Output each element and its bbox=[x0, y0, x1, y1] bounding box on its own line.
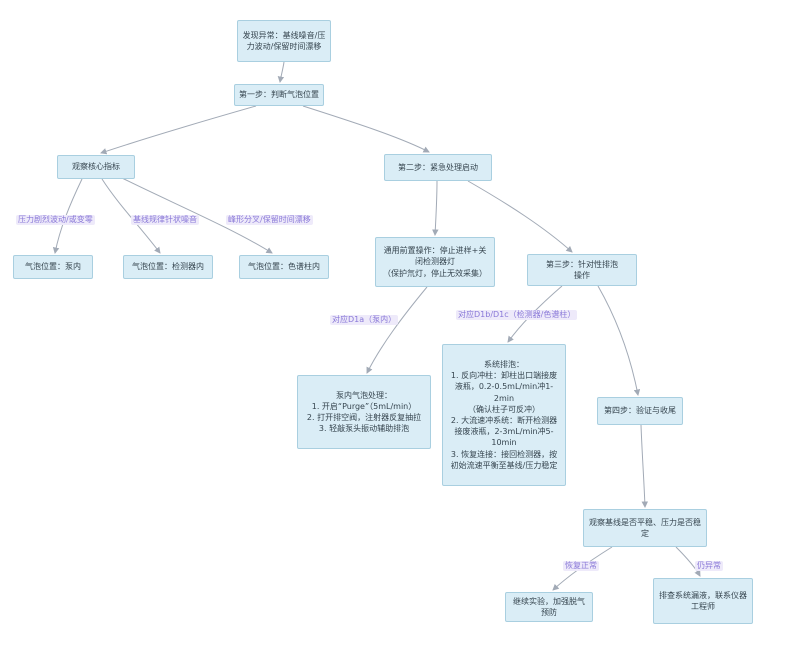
node-system-fix: 系统排泡： 1. 反向冲柱：卸柱出口端接废液瓶，0.2-0.5mL/min冲1-… bbox=[442, 344, 566, 486]
node-step3: 第三步：针对性排泡 操作 bbox=[527, 254, 637, 286]
edge-label-d1a: 对应D1a（泵内） bbox=[330, 315, 399, 325]
edge-label-detector-symptom: 基线规律针状噪音 bbox=[131, 215, 199, 225]
edge-step2-step3 bbox=[467, 180, 573, 253]
edge-label-pump-symptom: 压力剧烈波动/或变零 bbox=[16, 215, 95, 225]
edge-step1-core bbox=[100, 105, 257, 155]
edge-step4-observe bbox=[640, 424, 649, 508]
edge-step3-step4 bbox=[597, 285, 641, 396]
node-escalate-engineer: 排查系统漏液，联系仪器工程师 bbox=[653, 578, 753, 624]
node-observe-baseline: 观察基线是否平稳、压力是否稳定 bbox=[583, 509, 707, 547]
edge-observe-escalate bbox=[675, 546, 701, 577]
edge-core-column bbox=[119, 176, 273, 254]
node-bubble-detector: 气泡位置：检测器内 bbox=[123, 255, 213, 279]
edge-label-d1bc: 对应D1b/D1c（检测器/色谱柱） bbox=[456, 310, 578, 320]
edge-step2-general bbox=[432, 180, 439, 236]
edge-start-step1 bbox=[277, 61, 285, 83]
edge-step1-step2 bbox=[302, 105, 430, 153]
edge-core-detector bbox=[101, 178, 161, 254]
edge-label-abnormal: 仍异常 bbox=[695, 561, 723, 571]
edge-label-normal: 恢复正常 bbox=[563, 561, 599, 571]
node-continue-experiment: 继续实验，加强脱气预防 bbox=[505, 592, 593, 622]
edge-label-column-symptom: 峰形分叉/保留时间漂移 bbox=[226, 215, 313, 225]
node-step4: 第四步：验证与收尾 bbox=[597, 397, 683, 425]
node-start: 发现异常：基线噪音/压力波动/保留时间漂移 bbox=[237, 20, 331, 62]
node-general-pre-op: 通用前置操作：停止进样+关闭检测器灯 （保护氘灯，停止无效采集） bbox=[375, 237, 495, 287]
node-core-indicators: 观察核心指标 bbox=[57, 155, 135, 179]
node-step1: 第一步：判断气泡位置 bbox=[234, 84, 324, 106]
node-bubble-pump: 气泡位置：泵内 bbox=[13, 255, 93, 279]
node-bubble-column: 气泡位置：色谱柱内 bbox=[239, 255, 329, 279]
node-step2: 第二步：紧急处理启动 bbox=[384, 154, 492, 181]
edge-general-pumpfix bbox=[366, 286, 428, 374]
node-pump-fix: 泵内气泡处理： 1. 开启“Purge”（5mL/min） 2. 打开排空阀，注… bbox=[297, 375, 431, 449]
